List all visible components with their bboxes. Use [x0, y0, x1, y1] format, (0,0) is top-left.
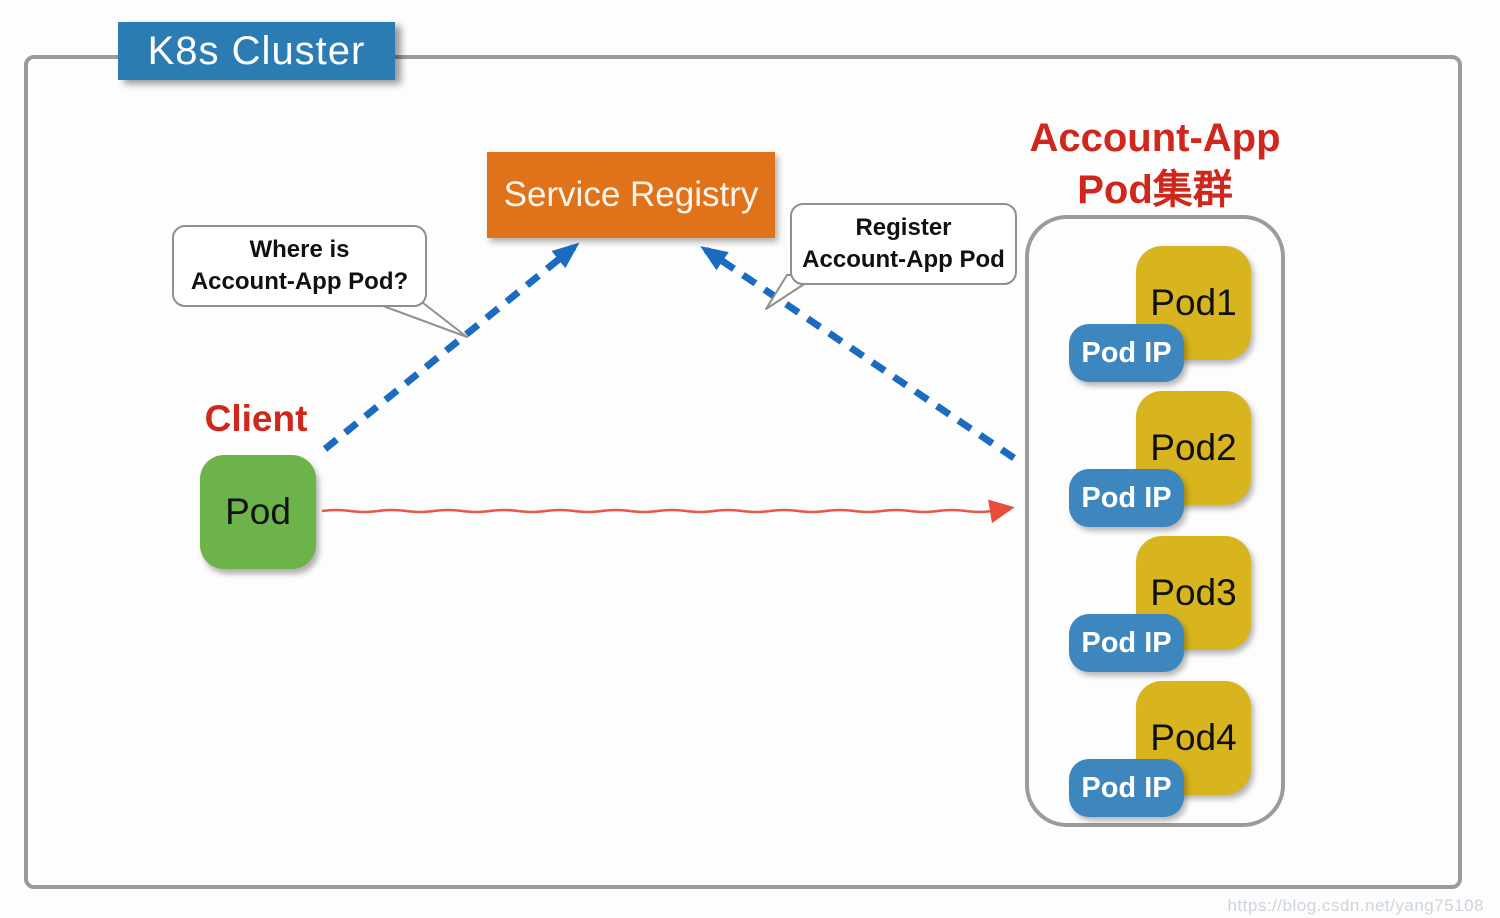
pod4-ip-badge: Pod IP: [1069, 759, 1184, 817]
account-app-pod-cluster: Pod1 Pod IP Pod2 Pod IP Pod3 Pod IP Pod4…: [1025, 215, 1285, 827]
register-bubble: Register Account-App Pod: [790, 203, 1017, 285]
where-is-bubble: Where is Account-App Pod?: [172, 225, 427, 307]
where-is-bubble-line1: Where is: [249, 236, 350, 264]
pod-group-4: Pod4 Pod IP: [1029, 681, 1289, 821]
arrow-client-to-registry: [322, 242, 580, 452]
client-pod-box: Pod: [200, 455, 316, 569]
pod-group-1: Pod1 Pod IP: [1029, 246, 1289, 386]
pod-group-3: Pod3 Pod IP: [1029, 536, 1289, 676]
k8s-cluster-title: K8s Cluster: [118, 22, 395, 80]
pod2-ip-badge: Pod IP: [1069, 469, 1184, 527]
watermark-url: https://blog.csdn.net/yang75108: [1227, 896, 1484, 915]
client-label: Client: [204, 398, 308, 439]
pod3-box: Pod3: [1136, 536, 1251, 650]
pod3-ip-badge: Pod IP: [1069, 614, 1184, 672]
where-is-bubble-line2: Account-App Pod?: [190, 268, 409, 295]
arrow-client-to-pods: [321, 499, 1015, 524]
account-app-heading-line2: Pod集群: [1077, 168, 1233, 212]
arrow-pods-to-registry: [700, 246, 1016, 461]
register-bubble-line2: Account-App Pod: [802, 246, 1005, 273]
account-app-heading: Account-App Pod集群: [1015, 112, 1295, 216]
register-bubble-line1: Register: [855, 214, 952, 242]
k8s-cluster-boundary: [24, 55, 1462, 889]
account-app-heading-line1: Account-App: [1029, 116, 1281, 160]
service-registry-box: Service Registry: [487, 152, 775, 238]
pod-group-2: Pod2 Pod IP: [1029, 391, 1289, 531]
pod1-ip-badge: Pod IP: [1069, 324, 1184, 382]
